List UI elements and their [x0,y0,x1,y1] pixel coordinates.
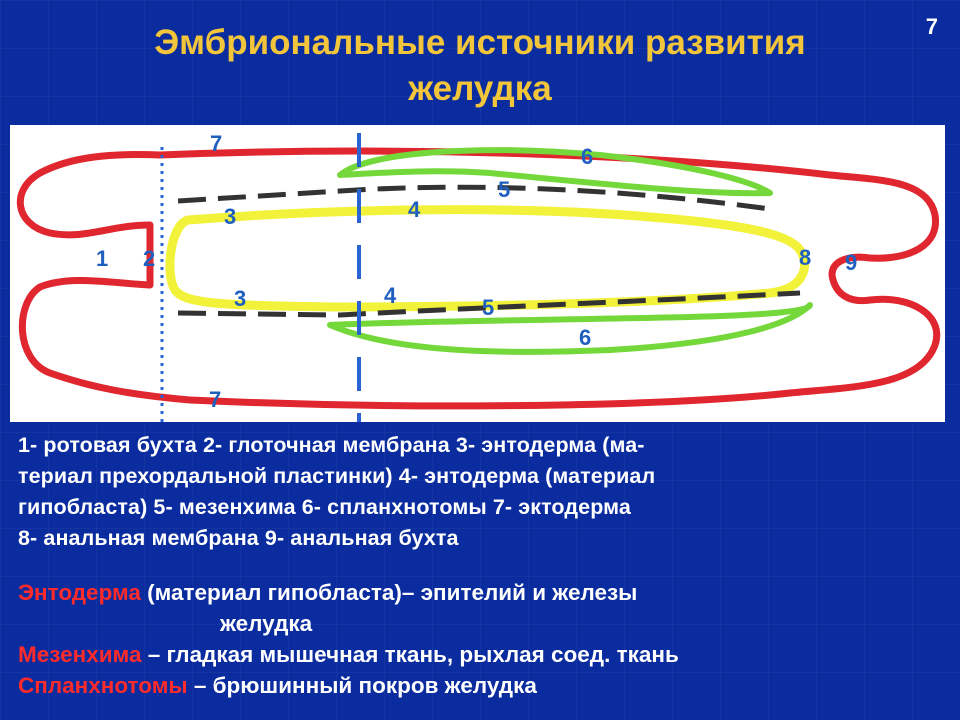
label-5-bottom: 5 [482,295,495,320]
splanchnotome-top [337,147,773,197]
legend-line: териал прехордальной пластинки) 4- энтод… [18,464,656,488]
label-7-top: 7 [210,131,223,156]
label-8: 8 [799,245,812,270]
legend-line: 1- ротовая бухта 2- глоточная мембрана 3… [18,433,645,457]
term-entoderm: Энтодерма [18,580,141,605]
title-line-1: Эмбриональные источники развития [154,23,806,62]
ectoderm-outline [16,147,941,410]
legend-line: гипобласта) 5- мезенхима 6- спланхнотомы… [18,495,631,519]
label-3-bottom: 3 [234,286,247,311]
label-6-bottom: 6 [579,325,592,350]
page-title: Эмбриональные источники развития желудка [0,20,960,112]
label-4-top: 4 [408,197,421,222]
embryo-diagram: 1 2 3 3 4 4 5 5 6 6 7 7 8 9 [10,125,945,422]
splanchnotome-bottom [327,302,813,355]
label-2: 2 [143,246,156,271]
descriptions: Энтодерма (материал гипобласта)– эпители… [18,577,953,701]
desc-mesenchyme: Мезенхима – гладкая мышечная ткань, рыхл… [18,639,953,670]
slide-number: 7 [925,14,938,39]
label-7-bottom: 7 [209,387,222,412]
term-splanchnotome: Спланхнотомы [18,673,188,698]
label-3-top: 3 [224,204,237,229]
mesenchyme-top [177,184,771,212]
label-1: 1 [96,246,109,271]
legend-line: 8- анальная мембрана 9- анальная бухта [18,526,459,550]
text-mesenchyme: – гладкая мышечная ткань, рыхлая соед. т… [141,642,679,667]
legend: 1- ротовая бухта 2- глоточная мембрана 3… [18,430,948,554]
mesenchyme-bottom [177,290,801,318]
text-splanchnotome: – брюшинный покров желудка [187,673,537,698]
label-9: 9 [845,250,858,275]
label-6-top: 6 [581,144,594,169]
text-entoderm: (материал гипобласта)– эпителий и железы [140,580,638,605]
title-line-2: желудка [408,69,552,108]
endoderm-outline [165,205,809,312]
label-4-bottom: 4 [384,283,397,308]
term-mesenchyme: Мезенхима [18,642,142,667]
diagram-drawing [16,133,941,422]
desc-entoderm-cont: желудка [220,611,313,636]
desc-entoderm: Энтодерма (материал гипобласта)– эпители… [18,577,953,608]
label-5-top: 5 [498,177,511,202]
desc-splanchnotome: Спланхнотомы – брюшинный покров желудка [18,670,953,701]
